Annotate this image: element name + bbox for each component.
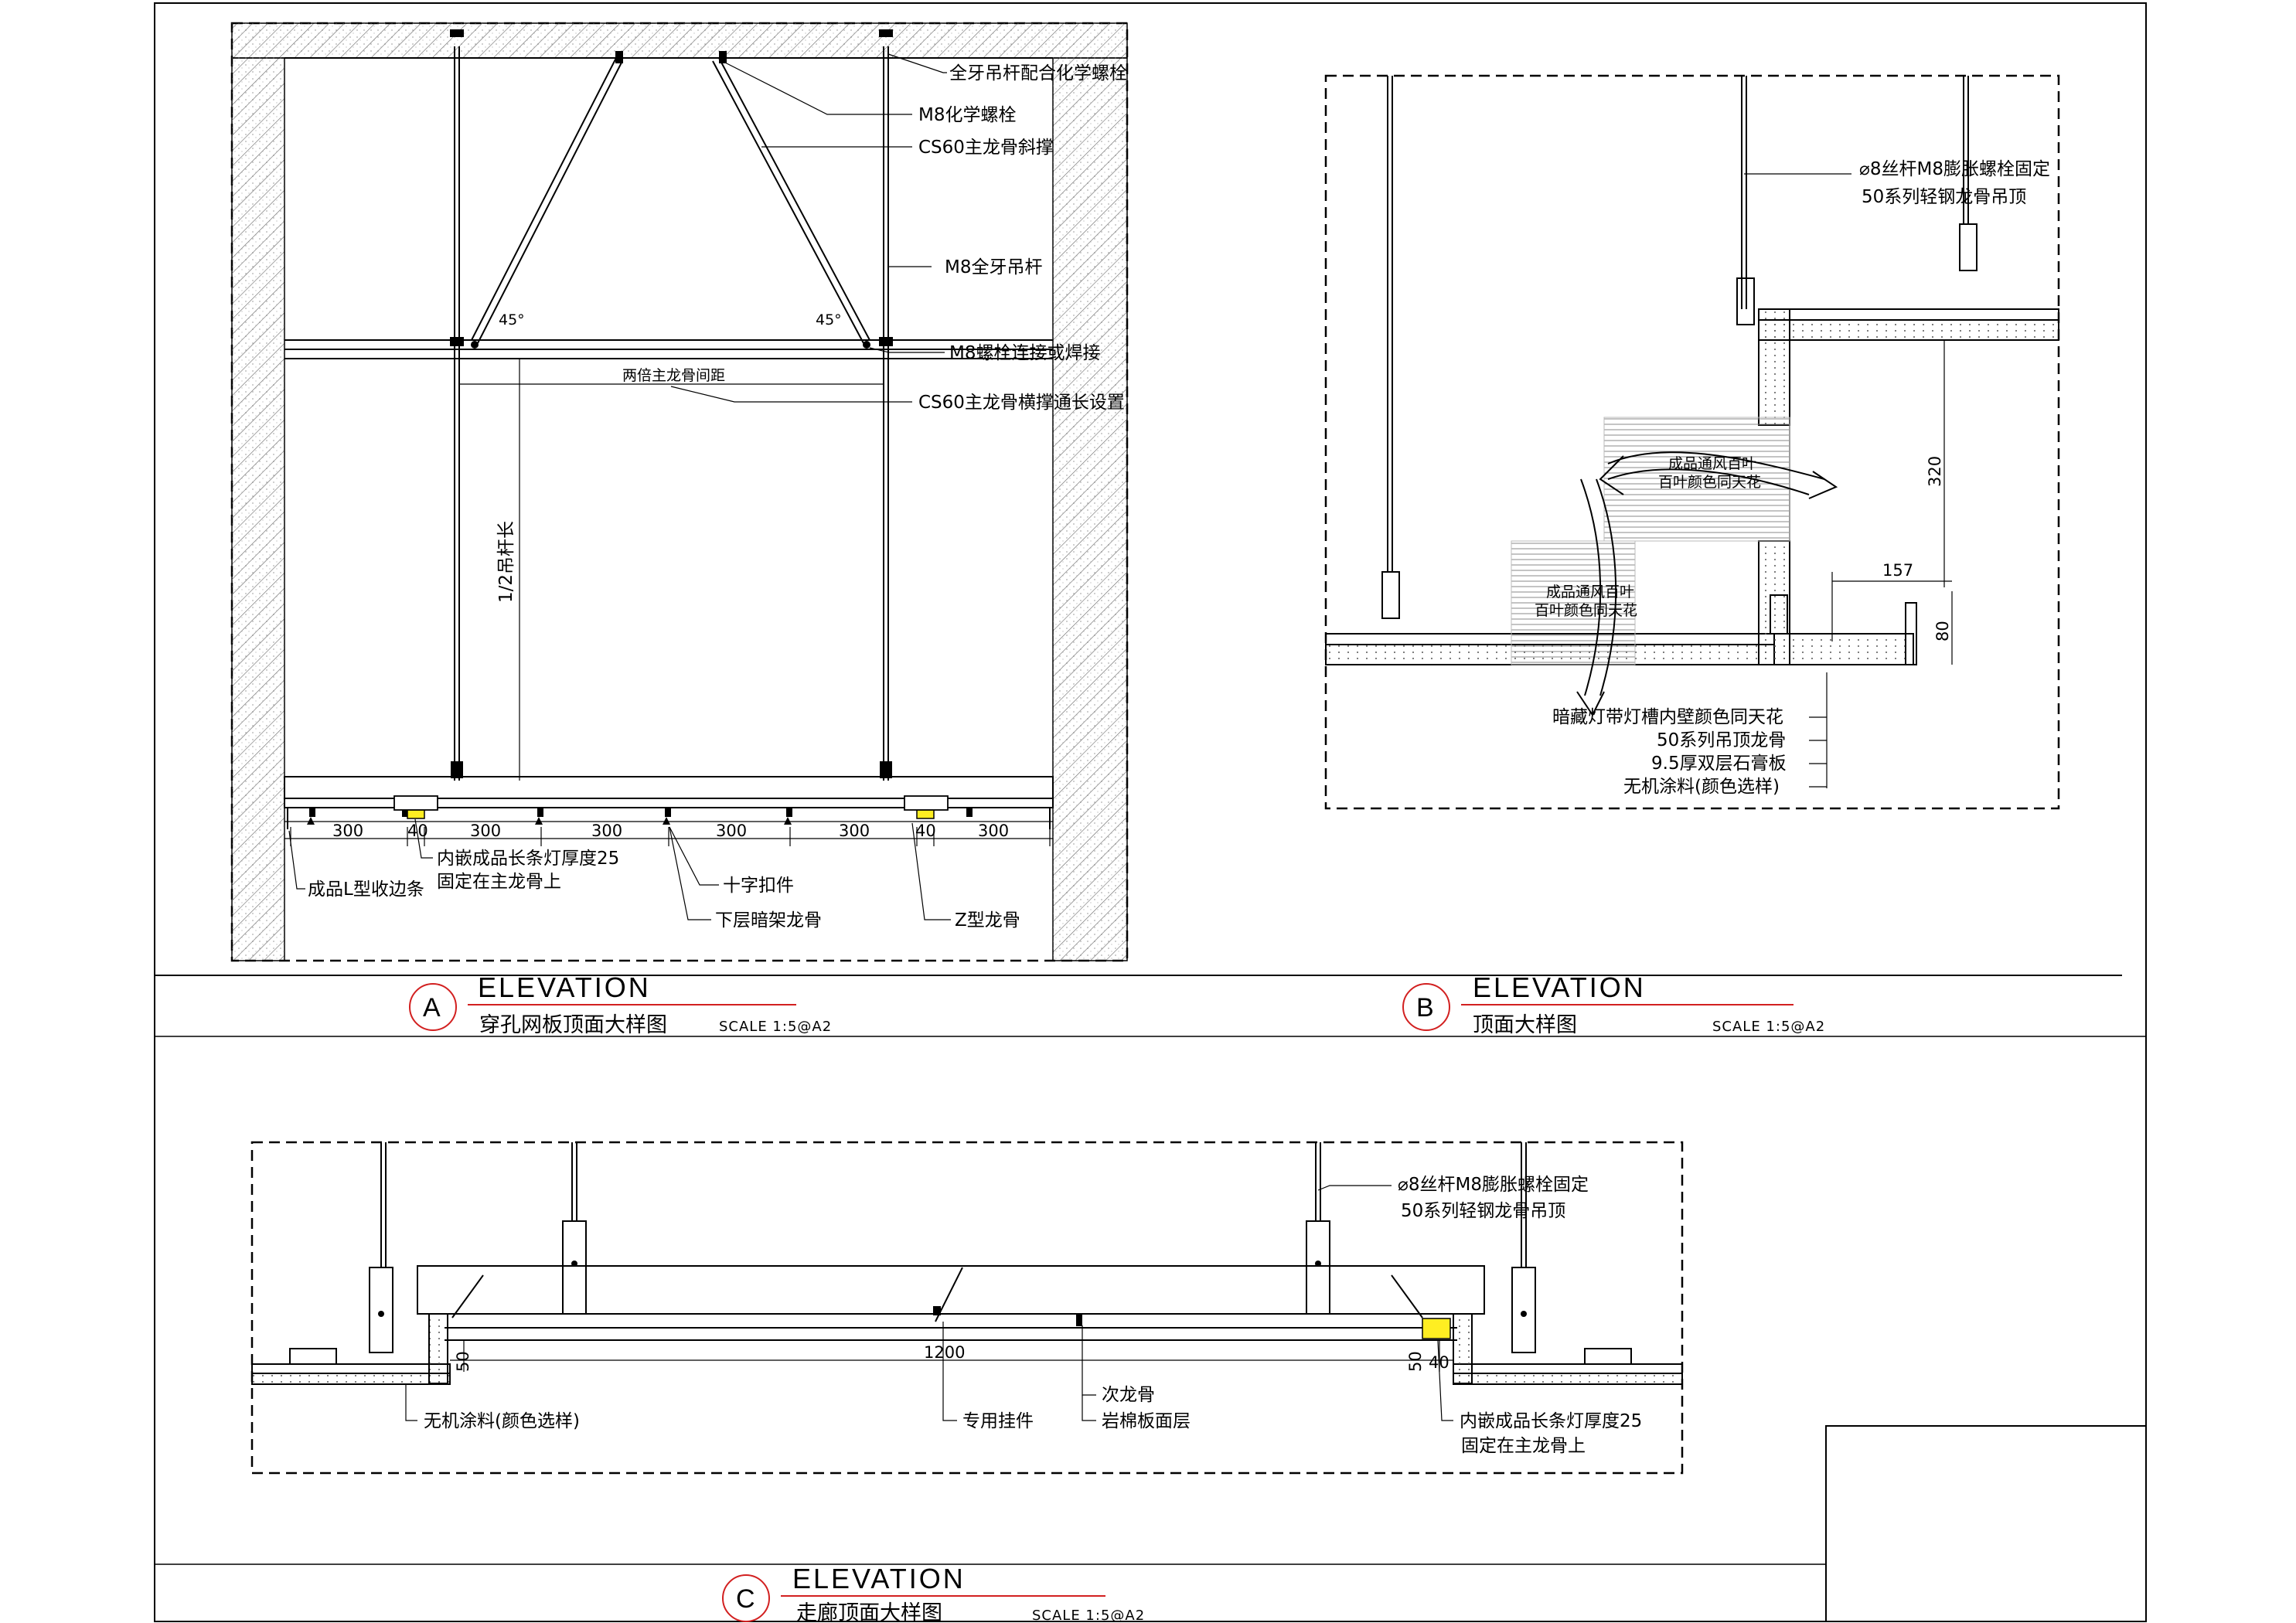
dim-c-50-right: 50: [1406, 1351, 1425, 1372]
label-b-light-trough: 暗藏灯带灯槽内壁颜色同天花: [1552, 707, 1783, 727]
label-b-vent-bot-2: 百叶颜色同天花: [1535, 602, 1637, 619]
detail-a: 45° 45° 两倍主龙骨间距 1/2吊杆长: [230, 22, 1129, 962]
dim-a-3: 300: [470, 822, 501, 840]
dim-c-50-left: 50: [454, 1351, 472, 1372]
detail-a-frame: [230, 22, 1129, 962]
label-c-light-2: 固定在主龙骨上: [1461, 1436, 1586, 1456]
label-c-rock-board: 岩棉板面层: [1102, 1411, 1191, 1431]
title-b: 顶面大样图: [1473, 1013, 1577, 1037]
light-strip-c: [1422, 1318, 1451, 1339]
dim-b-80: 80: [1933, 621, 1952, 641]
marker-a: A: [423, 993, 441, 1022]
label-c-hanger: 专用挂件: [962, 1411, 1034, 1431]
label-c-rod-2: 50系列轻钢龙骨吊顶: [1401, 1201, 1565, 1221]
label-m8-rod: M8全牙吊杆: [945, 257, 1042, 277]
title-c: 走廊顶面大样图: [796, 1601, 942, 1623]
marker-circle-c: [722, 1574, 770, 1622]
label-c-paint: 无机涂料(颜色选样): [424, 1411, 580, 1431]
label-b-vent-top-2: 百叶颜色同天花: [1658, 474, 1761, 491]
sheet-frame: [154, 2, 2147, 1622]
vent-louver-upper: [1603, 417, 1790, 542]
label-b-gypsum: 9.5厚双层石膏板: [1651, 754, 1787, 774]
dim-a-5: 300: [716, 822, 747, 840]
label-b-vent-top-1: 成品通风百叶: [1668, 455, 1756, 472]
label-b-rod-2: 50系列轻钢龙骨吊顶: [1862, 187, 2026, 207]
half-rod-label: 1/2吊杆长: [496, 521, 516, 603]
elevation-c: ELEVATION: [792, 1563, 966, 1594]
label-b-paint: 无机涂料(颜色选样): [1623, 777, 1780, 797]
title-block-a: A ELEVATION 穿孔网板顶面大样图 SCALE 1:5@A2: [409, 971, 832, 1037]
label-b-keel50: 50系列吊顶龙骨: [1657, 730, 1786, 750]
label-cs60-brace: CS60主龙骨斜撑: [918, 138, 1054, 158]
label-light-2: 固定在主龙骨上: [437, 872, 561, 892]
detail-b: 320 157 80 ⌀8丝杆M8膨胀螺栓固定 50系列轻钢龙骨吊顶 成品通风百…: [1324, 74, 2060, 810]
label-cs60-cross: CS60主龙骨横撑通长设置: [918, 393, 1125, 413]
label-b-rod-1: ⌀8丝杆M8膨胀螺栓固定: [1859, 159, 2050, 179]
scale-c: SCALE 1:5@A2: [1032, 1608, 1145, 1623]
scale-b: SCALE 1:5@A2: [1712, 1019, 1825, 1035]
label-c-light-1: 内嵌成品长条灯厚度25: [1460, 1411, 1642, 1431]
marker-c: C: [736, 1584, 755, 1614]
detail-c-frame: [250, 1141, 1684, 1475]
marker-b: B: [1416, 993, 1434, 1022]
label-b-vent-bot-1: 成品通风百叶: [1546, 584, 1634, 601]
dim-b-320: 320: [1926, 456, 1944, 487]
scale-a: SCALE 1:5@A2: [719, 1019, 832, 1035]
dim-a-8: 300: [978, 822, 1009, 840]
label-l-trim: 成品L型收边条: [308, 880, 424, 900]
elevation-a: ELEVATION: [478, 971, 651, 1003]
title-block-c: C ELEVATION 走廊顶面大样图 SCALE 1:5@A2: [722, 1563, 1145, 1623]
label-m8-chem-bolt: M8化学螺栓: [918, 105, 1016, 125]
angle-right: 45°: [816, 311, 842, 328]
dim-a-7: 40: [915, 822, 936, 840]
label-m8-weld: M8螺栓连接或焊接: [949, 343, 1100, 363]
detail-b-frame: [1324, 74, 2060, 810]
elevation-b: ELEVATION: [1473, 971, 1646, 1003]
title-block-b: B ELEVATION 顶面大样图 SCALE 1:5@A2: [1402, 971, 1825, 1037]
dim-b-157: 157: [1882, 561, 1913, 580]
inner-spacing-label: 两倍主龙骨间距: [622, 367, 725, 384]
title-a: 穿孔网板顶面大样图: [479, 1013, 667, 1037]
label-c-sub-keel: 次龙骨: [1102, 1385, 1155, 1405]
dim-a-6: 300: [839, 822, 870, 840]
label-lower-keel: 下层暗架龙骨: [715, 910, 822, 931]
marker-circle-a: [409, 983, 457, 1031]
dim-c-1200: 1200: [924, 1343, 965, 1362]
marker-circle-b: [1402, 983, 1450, 1031]
angle-left: 45°: [499, 311, 525, 328]
label-c-rod-1: ⌀8丝杆M8膨胀螺栓固定: [1398, 1175, 1589, 1195]
label-anchor: 全牙吊杆配合化学螺栓: [949, 63, 1127, 83]
label-cross-clip: 十字扣件: [723, 876, 794, 896]
label-z-keel: Z型龙骨: [955, 910, 1020, 931]
dim-a-4: 300: [591, 822, 622, 840]
detail-c: 1200 50 50 40 ⌀8丝杆M8膨胀螺栓固定 50系列轻钢龙骨吊顶 无机…: [250, 1141, 1684, 1475]
label-light-1: 内嵌成品长条灯厚度25: [437, 849, 619, 869]
dim-a-1: 300: [332, 822, 363, 840]
